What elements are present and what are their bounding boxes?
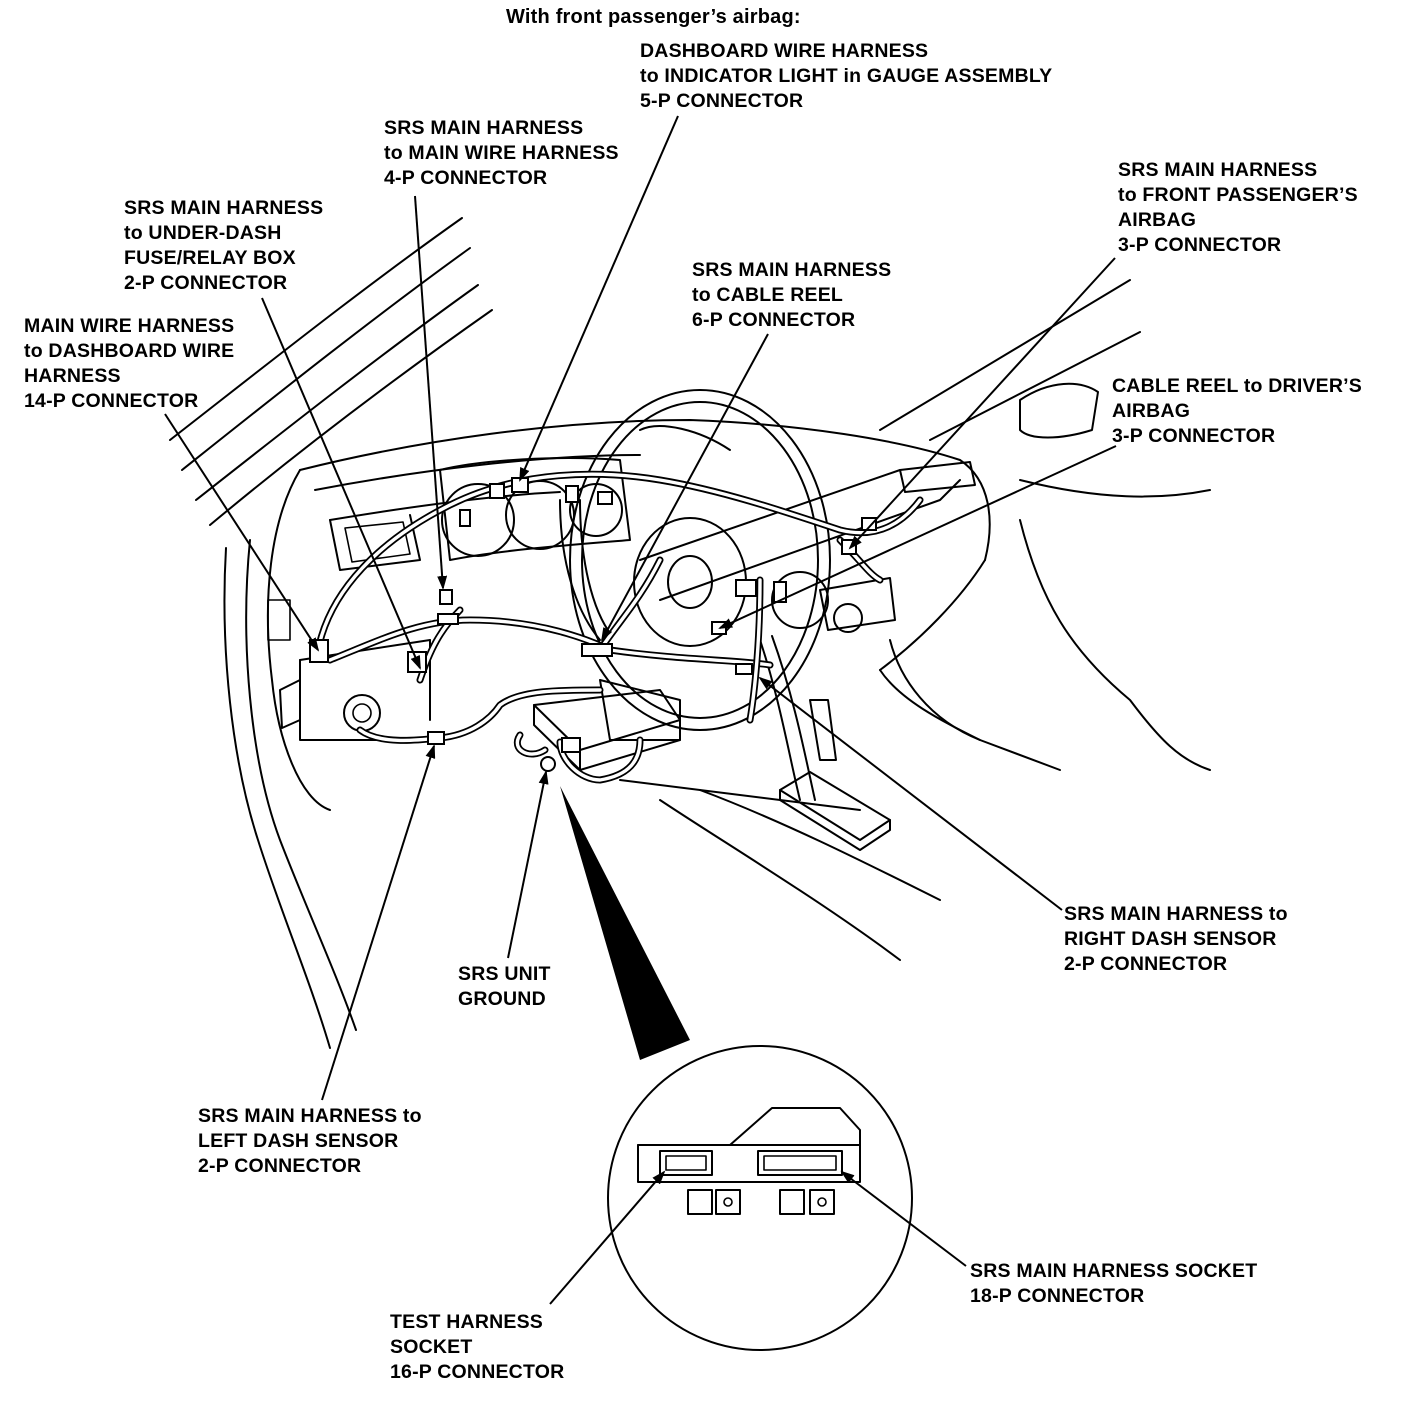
leader-left-sensor-2p (321, 744, 436, 1101)
label-line: to FRONT PASSENGER’S (1118, 184, 1358, 206)
label-line: SRS MAIN HARNESS (124, 197, 324, 219)
label-line: 4-P CONNECTOR (384, 167, 548, 189)
label-line: LEFT DASH SENSOR (198, 1130, 399, 1152)
leader-right-sensor-2p (758, 676, 1063, 911)
label-line: 2-P CONNECTOR (198, 1155, 362, 1177)
label-line: SRS MAIN HARNESS to (198, 1105, 422, 1127)
leader-main-wire-4p (414, 195, 448, 590)
label-line: 2-P CONNECTOR (124, 272, 288, 294)
label-line: to MAIN WIRE HARNESS (384, 142, 619, 164)
label-line: to UNDER-DASH (124, 222, 282, 244)
leader-cable-reel-6p (601, 333, 769, 642)
label-line: to DASHBOARD WIRE (24, 340, 235, 362)
label-main-dash-14p: MAIN WIRE HARNESS to DASHBOARD WIRE HARN… (24, 314, 234, 414)
leader-dash-indicator (519, 115, 679, 482)
label-line: 6-P CONNECTOR (692, 309, 856, 331)
label-line: DASHBOARD WIRE HARNESS (640, 40, 929, 62)
label-line: SRS MAIN HARNESS (692, 259, 892, 281)
label-line: 2-P CONNECTOR (1064, 953, 1228, 975)
label-line: FUSE/RELAY BOX (124, 247, 296, 269)
label-line: MAIN WIRE HARNESS (24, 315, 235, 337)
label-line: SRS MAIN HARNESS SOCKET (970, 1260, 1258, 1282)
label-line: to INDICATOR LIGHT in GAUGE ASSEMBLY (640, 65, 1053, 87)
label-line: AIRBAG (1118, 209, 1197, 231)
label-line: 16-P CONNECTOR (390, 1361, 565, 1383)
label-dash-indicator-5p: DASHBOARD WIRE HARNESS to INDICATOR LIGH… (640, 39, 1052, 114)
label-right-sensor-2p: SRS MAIN HARNESS to RIGHT DASH SENSOR 2-… (1064, 902, 1288, 977)
label-line: HARNESS (24, 365, 121, 387)
label-line: 14-P CONNECTOR (24, 390, 199, 412)
label-line: AIRBAG (1112, 400, 1191, 422)
label-line: TEST HARNESS (390, 1311, 544, 1333)
label-passenger-airbag-3p: SRS MAIN HARNESS to FRONT PASSENGER’S AI… (1118, 158, 1358, 258)
label-line: SOCKET (390, 1336, 473, 1358)
leader-main-dash-14p (164, 413, 320, 652)
wire-harness (314, 470, 924, 784)
label-line: SRS MAIN HARNESS to (1064, 903, 1288, 925)
label-line: CABLE REEL to DRIVER’S (1112, 375, 1362, 397)
label-line: SRS MAIN HARNESS (1118, 159, 1318, 181)
leader-test-socket-16p (549, 1170, 666, 1305)
label-socket-18p: SRS MAIN HARNESS SOCKET 18-P CONNECTOR (970, 1259, 1257, 1309)
label-line: 3-P CONNECTOR (1112, 425, 1276, 447)
steering-wheel (559, 389, 831, 801)
srs-unit (533, 689, 681, 771)
magnified-detail (560, 786, 913, 1351)
label-line: RIGHT DASH SENSOR (1064, 928, 1277, 950)
label-line: 18-P CONNECTOR (970, 1285, 1145, 1307)
label-driver-airbag-3p: CABLE REEL to DRIVER’S AIRBAG 3-P CONNEC… (1112, 374, 1362, 449)
leader-lines (164, 115, 1117, 1305)
windshield-pillar-lines (169, 217, 1141, 1049)
leader-srs-ground (507, 770, 549, 959)
label-underdash-2p: SRS MAIN HARNESS to UNDER-DASH FUSE/RELA… (124, 196, 323, 296)
leader-passenger-airbag-3p (848, 257, 1116, 550)
label-srs-ground: SRS UNIT GROUND (458, 962, 551, 1012)
leader-socket-18p (840, 1170, 967, 1267)
label-line: 5-P CONNECTOR (640, 90, 804, 112)
label-main-wire-4p: SRS MAIN HARNESS to MAIN WIRE HARNESS 4-… (384, 116, 619, 191)
label-line: SRS UNIT (458, 963, 551, 985)
label-test-socket-16p: TEST HARNESS SOCKET 16-P CONNECTOR (390, 1310, 564, 1385)
label-line: 3-P CONNECTOR (1118, 234, 1282, 256)
label-left-sensor-2p: SRS MAIN HARNESS to LEFT DASH SENSOR 2-P… (198, 1104, 422, 1179)
label-line: GROUND (458, 988, 546, 1010)
label-cable-reel-6p: SRS MAIN HARNESS to CABLE REEL 6-P CONNE… (692, 258, 891, 333)
label-line: SRS MAIN HARNESS (384, 117, 584, 139)
diagram-title: With front passenger’s airbag: (506, 6, 801, 28)
leader-driver-airbag-3p (718, 445, 1117, 629)
leader-underdash-2p (261, 297, 421, 670)
label-line: to CABLE REEL (692, 284, 844, 306)
